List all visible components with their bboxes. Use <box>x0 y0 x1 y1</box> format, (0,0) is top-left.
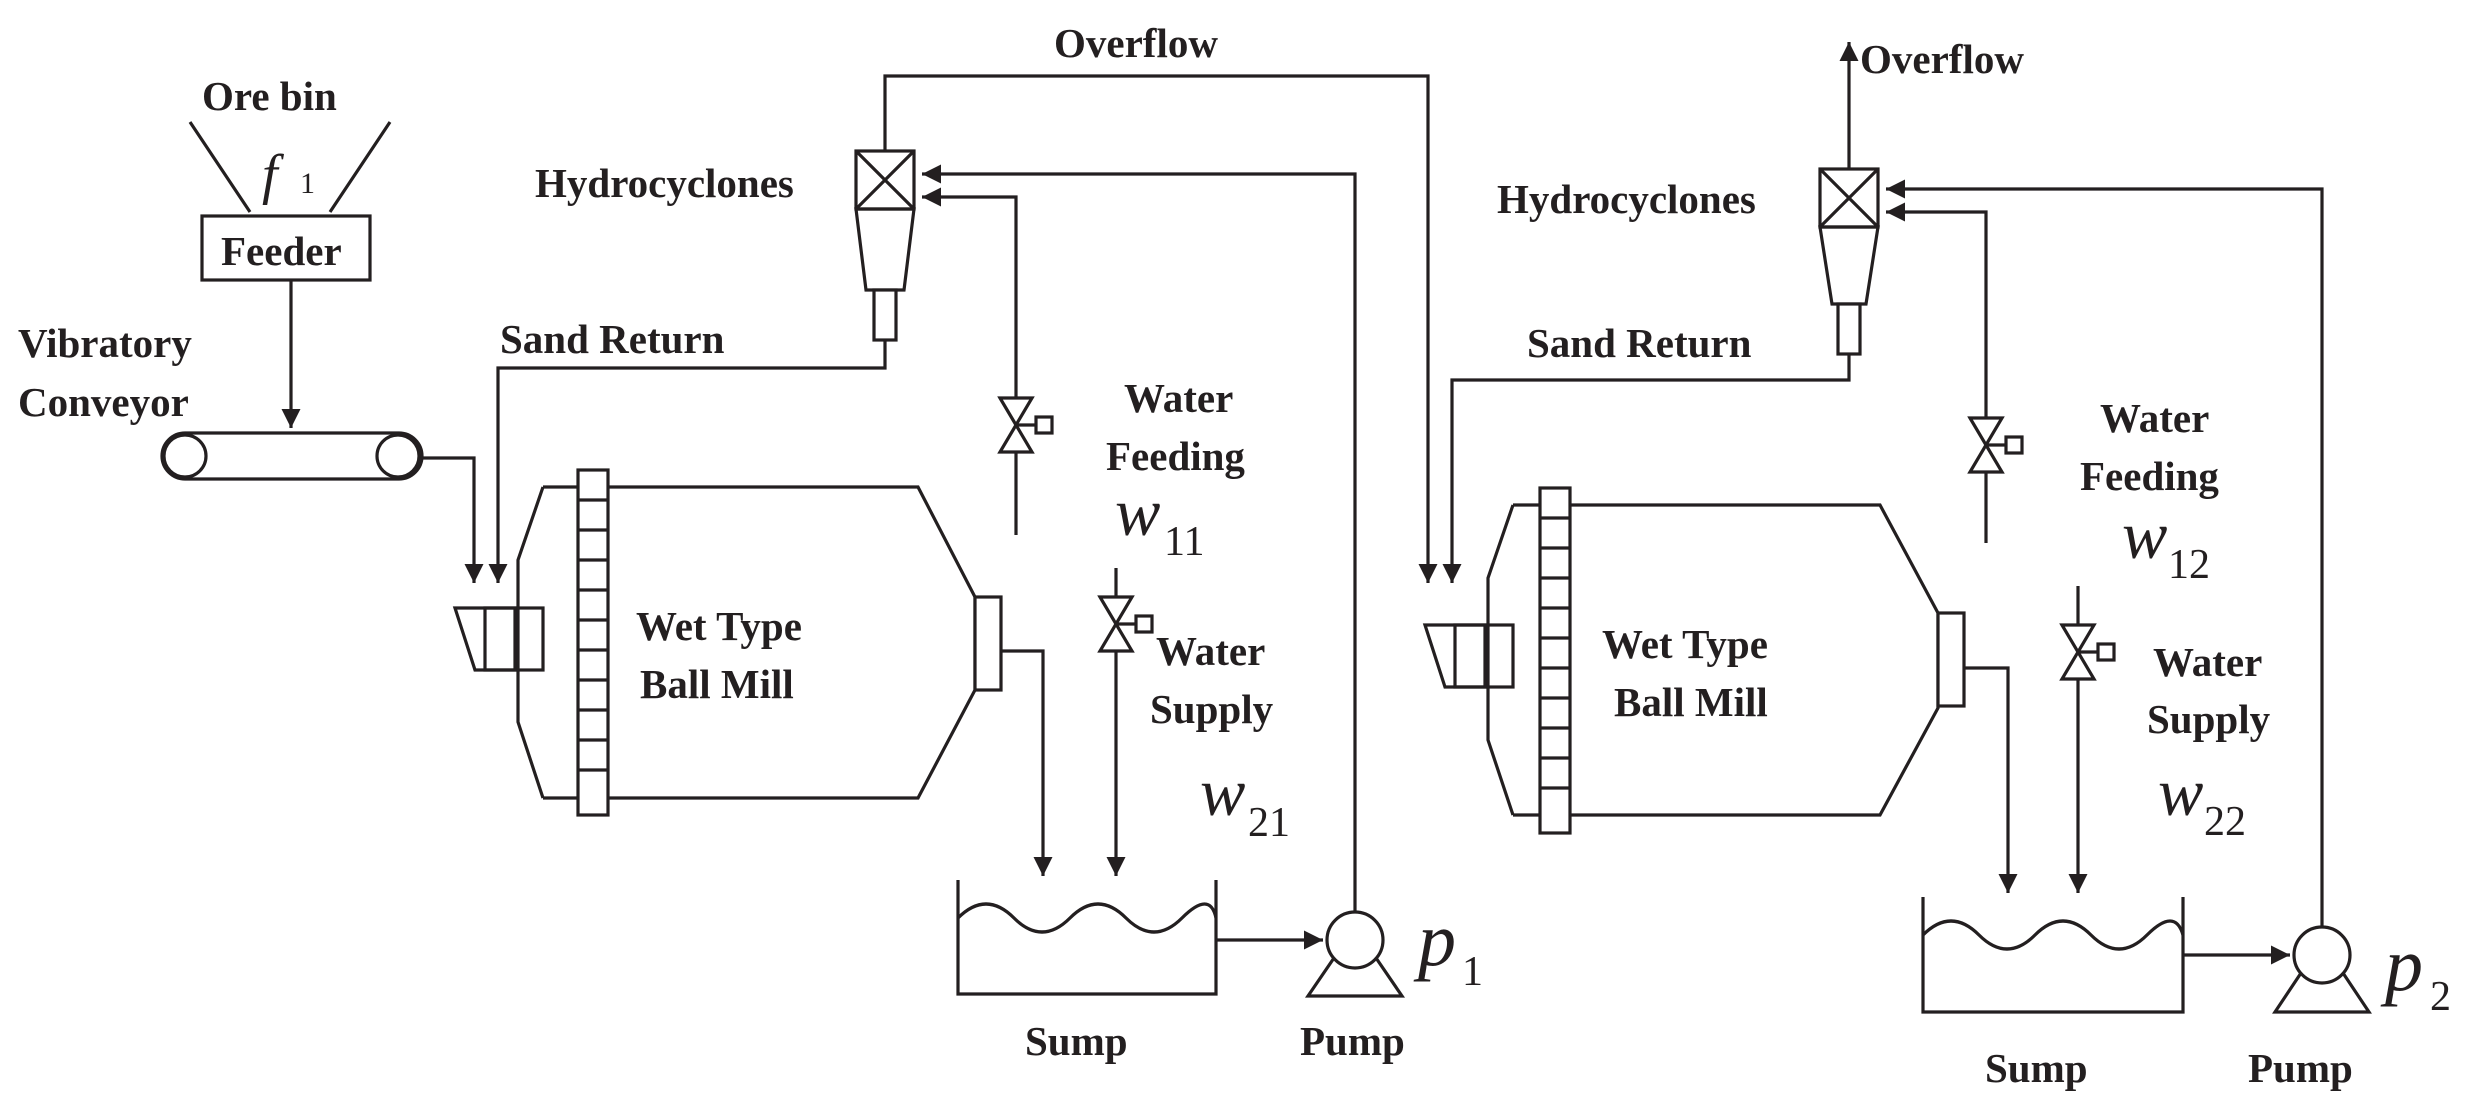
f1-variable: f 1 <box>262 144 315 206</box>
overflow-line-left <box>883 74 1438 583</box>
w11-sub: 11 <box>1164 519 1204 565</box>
ore-bin <box>188 121 392 213</box>
f1-base: f <box>262 144 285 206</box>
p1-sub: 1 <box>1462 949 1483 995</box>
sand-return-line-right <box>1442 354 1851 583</box>
water-supply-label-right-1: Water <box>2153 639 2262 685</box>
ball-mill-label-left-2: Ball Mill <box>640 661 794 707</box>
ball-mill-left <box>452 468 1003 817</box>
w22-base: w <box>2158 754 2203 830</box>
p2-sub: 2 <box>2430 974 2451 1020</box>
conveyor-to-mill-line <box>422 456 484 583</box>
water-feeding-label-left-1: Water <box>1124 375 1233 421</box>
water-supply-valve-left <box>1097 595 1154 653</box>
pump-left <box>1304 910 1406 998</box>
overflow-label-left: Overflow <box>1054 20 1218 66</box>
w12-sub: 12 <box>2168 542 2210 588</box>
hydrocyclones-label-left: Hydrocyclones <box>535 160 794 206</box>
sand-return-line-left <box>488 340 887 583</box>
water-feeding-line-left <box>922 187 1018 535</box>
sump-left <box>956 880 1218 996</box>
sand-return-label-right: Sand Return <box>1527 320 1752 366</box>
hydrocyclones-label-right: Hydrocyclones <box>1497 176 1756 222</box>
w21-variable: w 21 <box>1200 754 1290 846</box>
vibratory-label: Vibratory <box>18 320 192 366</box>
f1-sub: 1 <box>300 167 315 200</box>
pump-return-line-right <box>1886 179 2324 935</box>
ball-mill-label-left-1: Wet Type <box>636 603 802 649</box>
overflow-label-right: Overflow <box>1860 36 2024 82</box>
hydrocyclone-left <box>854 149 916 342</box>
p1-base: p <box>1413 898 1456 982</box>
feeder-box <box>200 214 372 282</box>
ball-mill-label-right-1: Wet Type <box>1602 621 1768 667</box>
pump-label-right: Pump <box>2248 1045 2353 1091</box>
water-feeding-valve-left <box>997 396 1054 454</box>
vibratory-conveyor <box>160 431 424 481</box>
hydrocyclone-right <box>1818 167 1880 356</box>
w22-variable: w 22 <box>2158 754 2246 845</box>
water-supply-label-left-2: Supply <box>1150 686 1274 732</box>
p2-variable: p 2 <box>2380 923 2451 1020</box>
pump-return-line-left <box>922 164 1357 918</box>
w22-sub: 22 <box>2204 799 2246 845</box>
mill-discharge-line-right <box>1964 666 2018 893</box>
sand-return-label-left: Sand Return <box>500 316 725 362</box>
water-feeding-label-right-2: Feeding <box>2080 453 2219 499</box>
p1-variable: p 1 <box>1413 898 1483 995</box>
water-supply-label-left-1: Water <box>1156 628 1265 674</box>
water-supply-label-right-2: Supply <box>2147 696 2271 742</box>
mill-discharge-line-left <box>1001 649 1053 876</box>
w12-variable: w 12 <box>2122 497 2210 588</box>
ore-bin-label: Ore bin <box>202 73 337 119</box>
water-feeding-label-right-1: Water <box>2100 395 2209 441</box>
w12-base: w <box>2122 497 2167 573</box>
ball-mill-right <box>1422 486 1966 835</box>
feeder-label: Feeder <box>221 228 342 274</box>
ball-mill-label-right-2: Ball Mill <box>1614 679 1768 725</box>
water-supply-valve-right <box>2059 623 2116 681</box>
w11-variable: w 11 <box>1115 474 1204 565</box>
w21-sub: 21 <box>1248 800 1290 846</box>
water-feeding-line-right <box>1886 202 1988 543</box>
conveyor-label: Conveyor <box>18 379 189 425</box>
sump-label-left: Sump <box>1025 1018 1128 1064</box>
pump-label-left: Pump <box>1300 1018 1405 1064</box>
p2-base: p <box>2380 923 2423 1007</box>
pump-right <box>2272 925 2372 1014</box>
sump-label-right: Sump <box>1985 1045 2088 1091</box>
w21-base: w <box>1200 754 1245 830</box>
water-feeding-label-left-2: Feeding <box>1106 433 1245 479</box>
sump-right <box>1921 897 2185 1014</box>
water-feeding-valve-right <box>1967 416 2024 474</box>
w11-base: w <box>1115 474 1160 550</box>
